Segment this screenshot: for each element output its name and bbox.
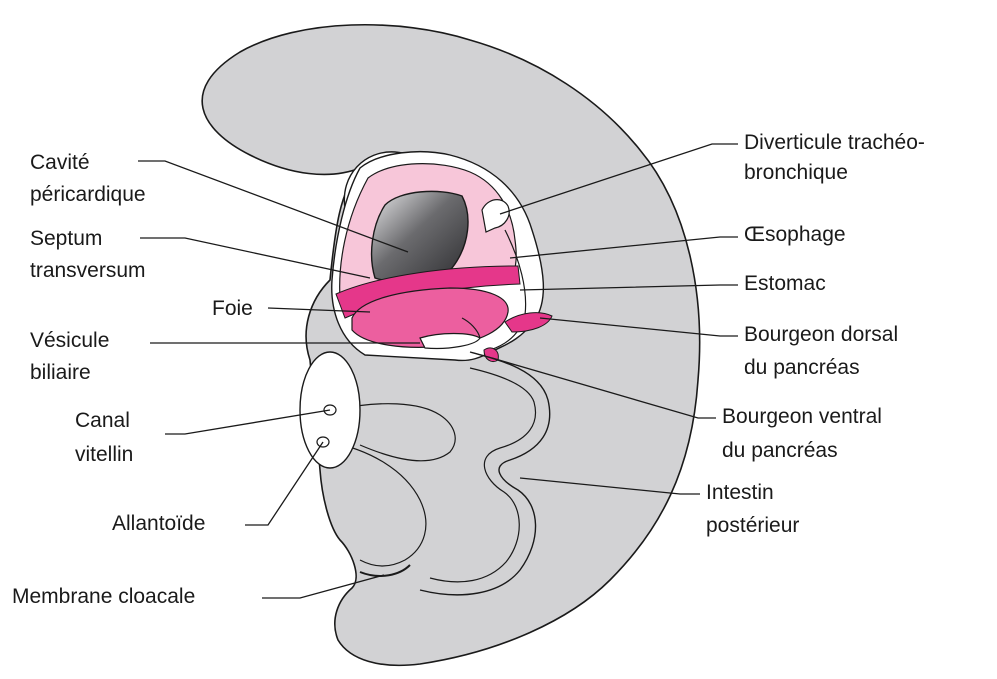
label-bourgeon-ventral-line2: du pancréas <box>722 438 838 464</box>
label-vesicule-line1: Vésicule <box>30 328 109 354</box>
label-bourgeon-ventral-line1: Bourgeon ventral <box>722 404 882 430</box>
label-canal-line1: Canal <box>75 408 130 434</box>
label-cavite-line2: péricardique <box>30 182 146 208</box>
label-oesophage: Œsophage <box>744 222 846 248</box>
label-intestin-line1: Intestin <box>706 480 774 506</box>
label-septum-line2: transversum <box>30 258 146 284</box>
label-membrane: Membrane cloacale <box>12 584 195 610</box>
label-vesicule-line2: biliaire <box>30 360 91 386</box>
label-intestin-line2: postérieur <box>706 513 799 539</box>
label-bourgeon-dorsal-line2: du pancréas <box>744 355 860 381</box>
label-allantoide: Allantoïde <box>112 511 205 537</box>
label-diverticule-line2: bronchique <box>744 160 848 186</box>
label-foie: Foie <box>212 296 253 322</box>
label-canal-line2: vitellin <box>75 442 133 468</box>
label-bourgeon-dorsal-line1: Bourgeon dorsal <box>744 322 898 348</box>
label-cavite-line1: Cavité <box>30 150 90 176</box>
label-diverticule-line1: Diverticule trachéo- <box>744 130 925 156</box>
label-estomac: Estomac <box>744 271 826 297</box>
label-septum-line1: Septum <box>30 226 102 252</box>
